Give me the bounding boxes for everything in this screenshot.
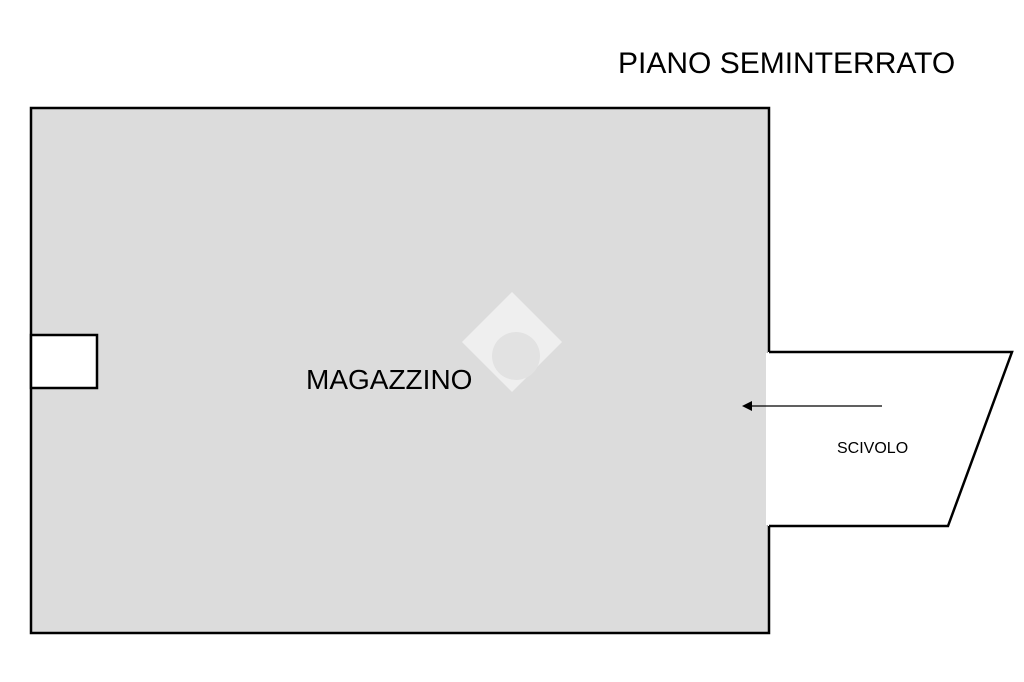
room-label-magazzino: MAGAZZINO	[306, 364, 472, 395]
wall-niche	[29, 333, 99, 390]
ramp-area	[768, 352, 1012, 526]
ramp-direction-arrow-icon	[742, 401, 882, 411]
ramp-outline	[769, 350, 1014, 528]
ramp-opening	[766, 353, 772, 525]
storage-room	[29, 106, 771, 635]
ramp-label: SCIVOLO	[837, 440, 908, 457]
watermark-logo	[462, 292, 562, 392]
floor-title: PIANO SEMINTERRATO	[618, 47, 955, 80]
